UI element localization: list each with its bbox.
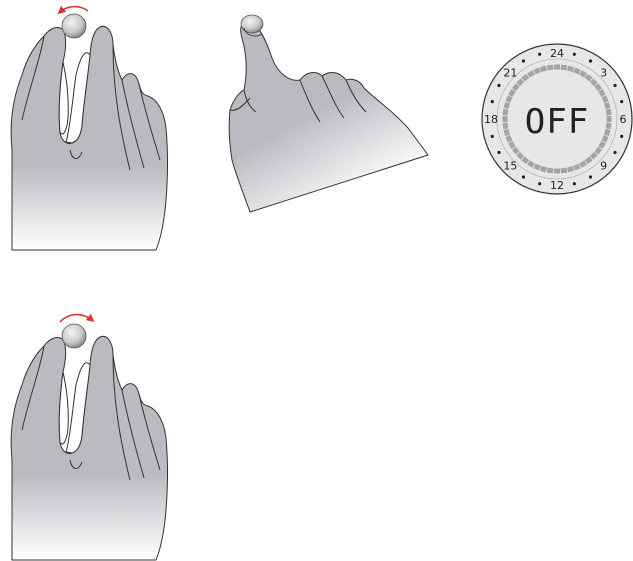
dial-segment	[589, 151, 598, 160]
dial-segment	[516, 78, 525, 87]
dial-dot	[538, 52, 542, 56]
dial-segment	[601, 135, 609, 143]
dial-dot	[490, 100, 494, 104]
dial-segment	[527, 70, 535, 78]
dial-segment	[508, 141, 516, 149]
pinch-rotate-counterclockwise-illustration	[10, 5, 169, 251]
dial-dot	[588, 59, 593, 63]
dial-dot	[588, 175, 593, 179]
dial-hour-label: 18	[484, 113, 498, 126]
dial-dot	[521, 59, 526, 63]
dial-segment	[511, 83, 520, 92]
dial-dot	[620, 134, 624, 138]
dial-segment	[606, 116, 612, 122]
dial-segment	[527, 160, 535, 168]
dial-dot	[613, 83, 617, 88]
dial-segment	[546, 64, 554, 71]
dial-dot	[497, 83, 501, 88]
dial-segment	[503, 101, 510, 110]
dial-hour-label: 21	[503, 66, 517, 79]
dial-segment	[594, 146, 603, 155]
dial-segment	[502, 122, 509, 130]
dial-dot	[538, 182, 542, 186]
dial-segment	[521, 156, 530, 165]
timer-dial: 24 3 6 9 12 15 18 21 OFF	[481, 43, 633, 195]
rotate-counterclockwise-arrow-icon	[57, 5, 89, 15]
dial-dot	[497, 150, 501, 155]
dial-segment	[554, 168, 560, 174]
dial-dot	[572, 182, 576, 186]
dial-segment	[516, 151, 525, 160]
dial-segment	[594, 83, 603, 92]
dial-hour-label: 9	[600, 160, 607, 173]
timer-display: OFF	[525, 102, 589, 142]
dial-segment	[539, 65, 548, 72]
dial-segment	[589, 78, 598, 87]
dial-segment	[560, 64, 568, 71]
dial-segment	[521, 73, 530, 82]
dial-dot	[490, 134, 494, 138]
press-button-illustration	[228, 14, 429, 213]
dial-dots	[490, 52, 624, 186]
dial-segment	[605, 122, 612, 130]
dial-segment-ring	[502, 64, 612, 174]
dial-segment	[508, 89, 516, 97]
dial-segment	[560, 167, 568, 174]
dial-segment	[584, 73, 593, 82]
dial-segment	[605, 108, 612, 116]
dial-segment	[579, 70, 587, 78]
dial-segment	[539, 166, 548, 173]
dial-segment	[502, 116, 508, 122]
dial-segment	[502, 108, 509, 116]
dial-segment	[598, 89, 606, 97]
pinch-rotate-clockwise-illustration	[10, 313, 169, 561]
dial-segment	[503, 128, 510, 137]
dial-segment	[533, 67, 541, 75]
dial-segment	[505, 95, 513, 103]
dial-segment	[566, 65, 575, 72]
dial-dot	[521, 175, 526, 179]
dial-segment	[604, 128, 611, 137]
dial-hour-label: 3	[600, 66, 607, 79]
dial-segment	[604, 101, 611, 110]
dial-segment	[601, 95, 609, 103]
dial-segment	[566, 166, 575, 173]
dial-hour-label: 24	[550, 47, 564, 60]
dial-dot	[572, 52, 576, 56]
dial-hour-label: 15	[503, 160, 517, 173]
dial-segment	[598, 141, 606, 149]
rotate-clockwise-arrow-icon	[59, 313, 95, 323]
dial-segment	[505, 135, 513, 143]
dial-hour-label: 12	[550, 179, 564, 192]
dial-segment	[511, 146, 520, 155]
dial-dot	[613, 150, 617, 155]
dial-dot	[620, 100, 624, 104]
dial-segment	[573, 163, 581, 171]
dial-segment	[533, 163, 541, 171]
dial-segment	[584, 156, 593, 165]
dial-segment	[573, 67, 581, 75]
dial-segment	[579, 160, 587, 168]
dial-hour-label: 6	[620, 113, 627, 126]
dial-segment	[546, 167, 554, 174]
dial-segment	[554, 64, 560, 70]
dial-hour-labels: 24 3 6 9 12 15 18 21	[484, 47, 627, 192]
